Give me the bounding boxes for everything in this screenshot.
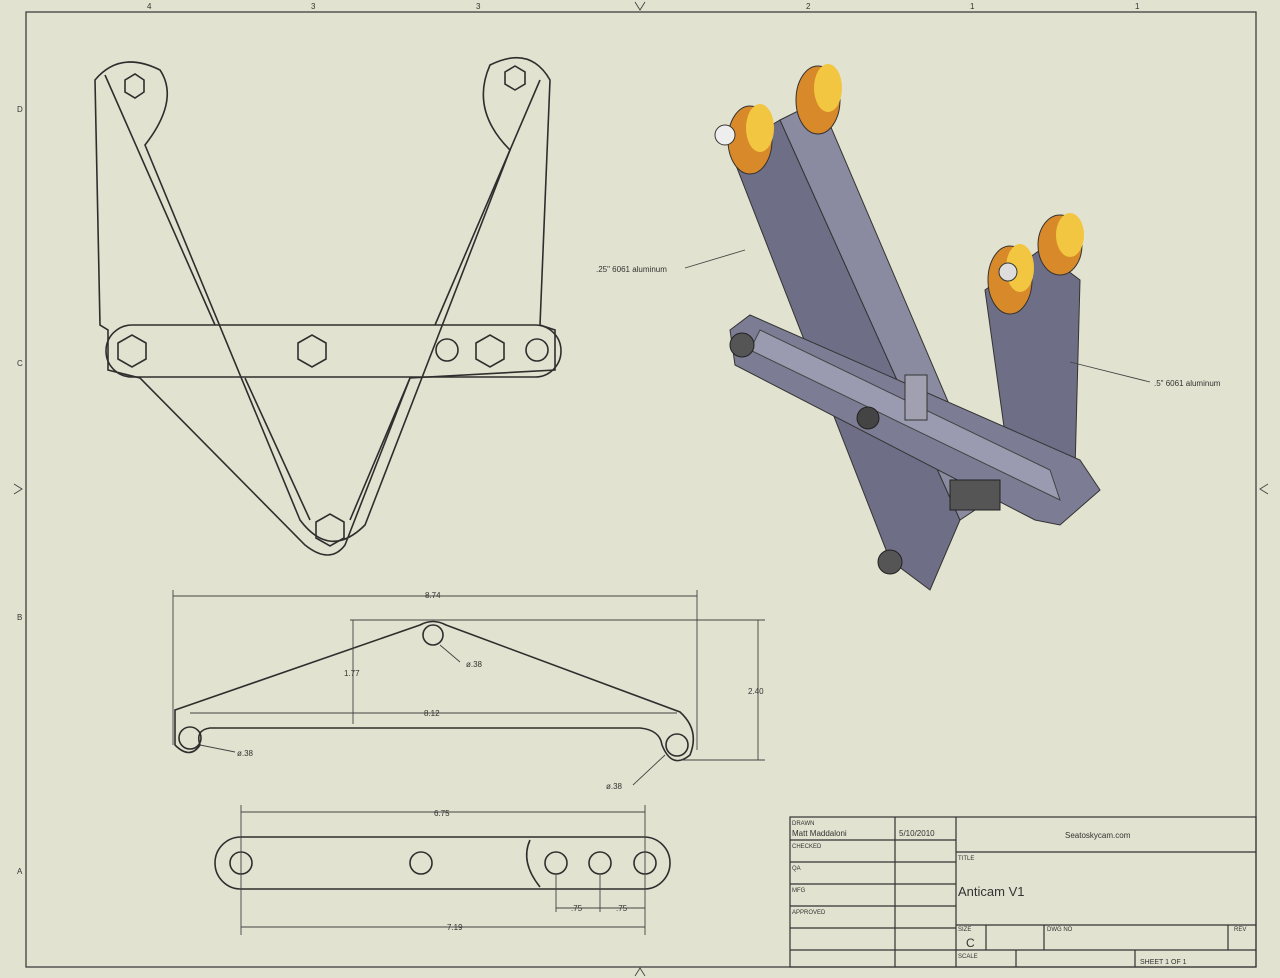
drawing-title: Anticam V1 xyxy=(958,884,1024,899)
qa-label: QA xyxy=(792,866,801,872)
dim-spacing-2: .75 xyxy=(616,904,628,913)
dim-hole-span: 8.12 xyxy=(424,709,440,718)
zone-col-label: 1 xyxy=(970,2,975,11)
dim-bar-length: 7.19 xyxy=(447,923,463,932)
zone-col-label: 3 xyxy=(311,2,316,11)
zone-row-label: A xyxy=(17,867,23,876)
drawn-date: 5/10/2010 xyxy=(899,829,935,838)
drawn-by: Matt Maddaloni xyxy=(792,829,847,838)
border-zone-labels: 4 3 3 2 1 1 D C B A xyxy=(13,1,1269,977)
approved-label: APPROVED xyxy=(792,910,826,916)
size-label: SIZE xyxy=(958,927,971,933)
dim-hole-dia-top: ø.38 xyxy=(466,660,483,669)
profile-view: 8.74 1.77 2.40 8.12 ø.38 ø.38 ø.38 xyxy=(172,590,765,791)
dim-bar-hole-span: 6.75 xyxy=(434,809,450,818)
sheet-size: C xyxy=(966,936,975,950)
mfg-label: MFG xyxy=(792,888,806,894)
center-marks xyxy=(13,1,1269,977)
dim-overall-height: 2.40 xyxy=(748,687,764,696)
title-label: TITLE xyxy=(958,856,974,862)
drawing-border xyxy=(25,11,1257,968)
zone-col-label: 4 xyxy=(147,2,152,11)
zone-row-label: D xyxy=(17,105,23,114)
dwg-no-label: DWG NO xyxy=(1047,927,1073,933)
zone-row-label: B xyxy=(17,613,22,622)
rev-label: REV xyxy=(1234,927,1246,933)
bar-view: 6.75 7.19 .75 .75 xyxy=(214,805,671,935)
sheet-number: SHEET 1 OF 1 xyxy=(1140,959,1187,966)
callout-thin-plate: .25" 6061 aluminum xyxy=(596,265,667,274)
checked-label: CHECKED xyxy=(792,844,822,850)
drawn-label: DRAWN xyxy=(792,821,814,827)
isometric-view: .25" 6061 aluminum .5" 6061 aluminum xyxy=(596,64,1221,591)
knob-icon xyxy=(714,64,1084,315)
front-view xyxy=(94,56,562,556)
dim-overall-width: 8.74 xyxy=(425,591,441,600)
zone-col-label: 3 xyxy=(476,2,481,11)
scale-label: SCALE xyxy=(958,954,978,960)
dim-hole-dia-left: ø.38 xyxy=(237,749,254,758)
title-block: DRAWN Matt Maddaloni 5/10/2010 CHECKED Q… xyxy=(789,816,1257,968)
zone-col-label: 2 xyxy=(806,2,811,11)
dim-spacing-1: .75 xyxy=(571,904,583,913)
zone-row-label: C xyxy=(17,359,23,368)
dim-hole-dia-right: ø.38 xyxy=(606,782,623,791)
company-name: Seatoskycam.com xyxy=(1065,831,1131,840)
callout-thick-plate: .5" 6061 aluminum xyxy=(1154,379,1221,388)
zone-col-label: 1 xyxy=(1135,2,1140,11)
dim-pivot-height: 1.77 xyxy=(344,669,360,678)
